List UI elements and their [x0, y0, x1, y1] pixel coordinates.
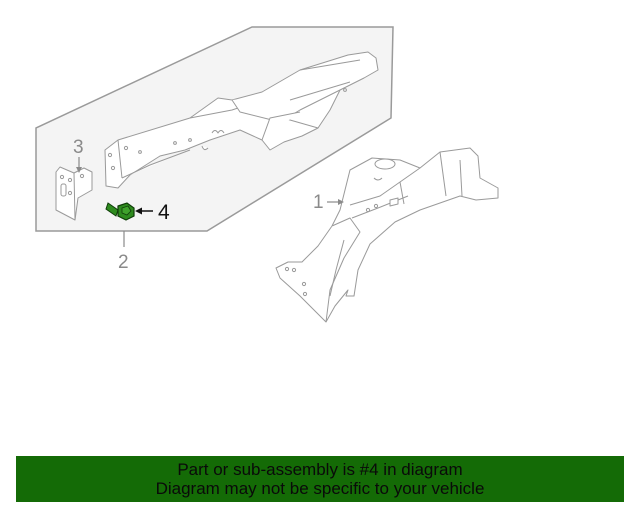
callout-label-1: 1: [313, 192, 324, 213]
bracket-drawing: [55, 166, 93, 221]
frame-assembly-drawing: [275, 147, 499, 323]
frame-rail-drawing: [104, 51, 379, 189]
bolt-highlighted-part: [105, 202, 135, 221]
parts-diagram: 3 2 1 4: [35, 26, 499, 323]
callout-label-2: 2: [118, 252, 129, 273]
callout-label-3: 3: [73, 137, 84, 158]
callout-leaders: [76, 157, 344, 247]
banner-line-part-number: Part or sub-assembly is #4 in diagram: [177, 460, 463, 479]
info-banner: Part or sub-assembly is #4 in diagram Di…: [16, 456, 624, 502]
callout-label-4: 4: [158, 201, 170, 224]
banner-line-disclaimer: Diagram may not be specific to your vehi…: [155, 479, 485, 498]
